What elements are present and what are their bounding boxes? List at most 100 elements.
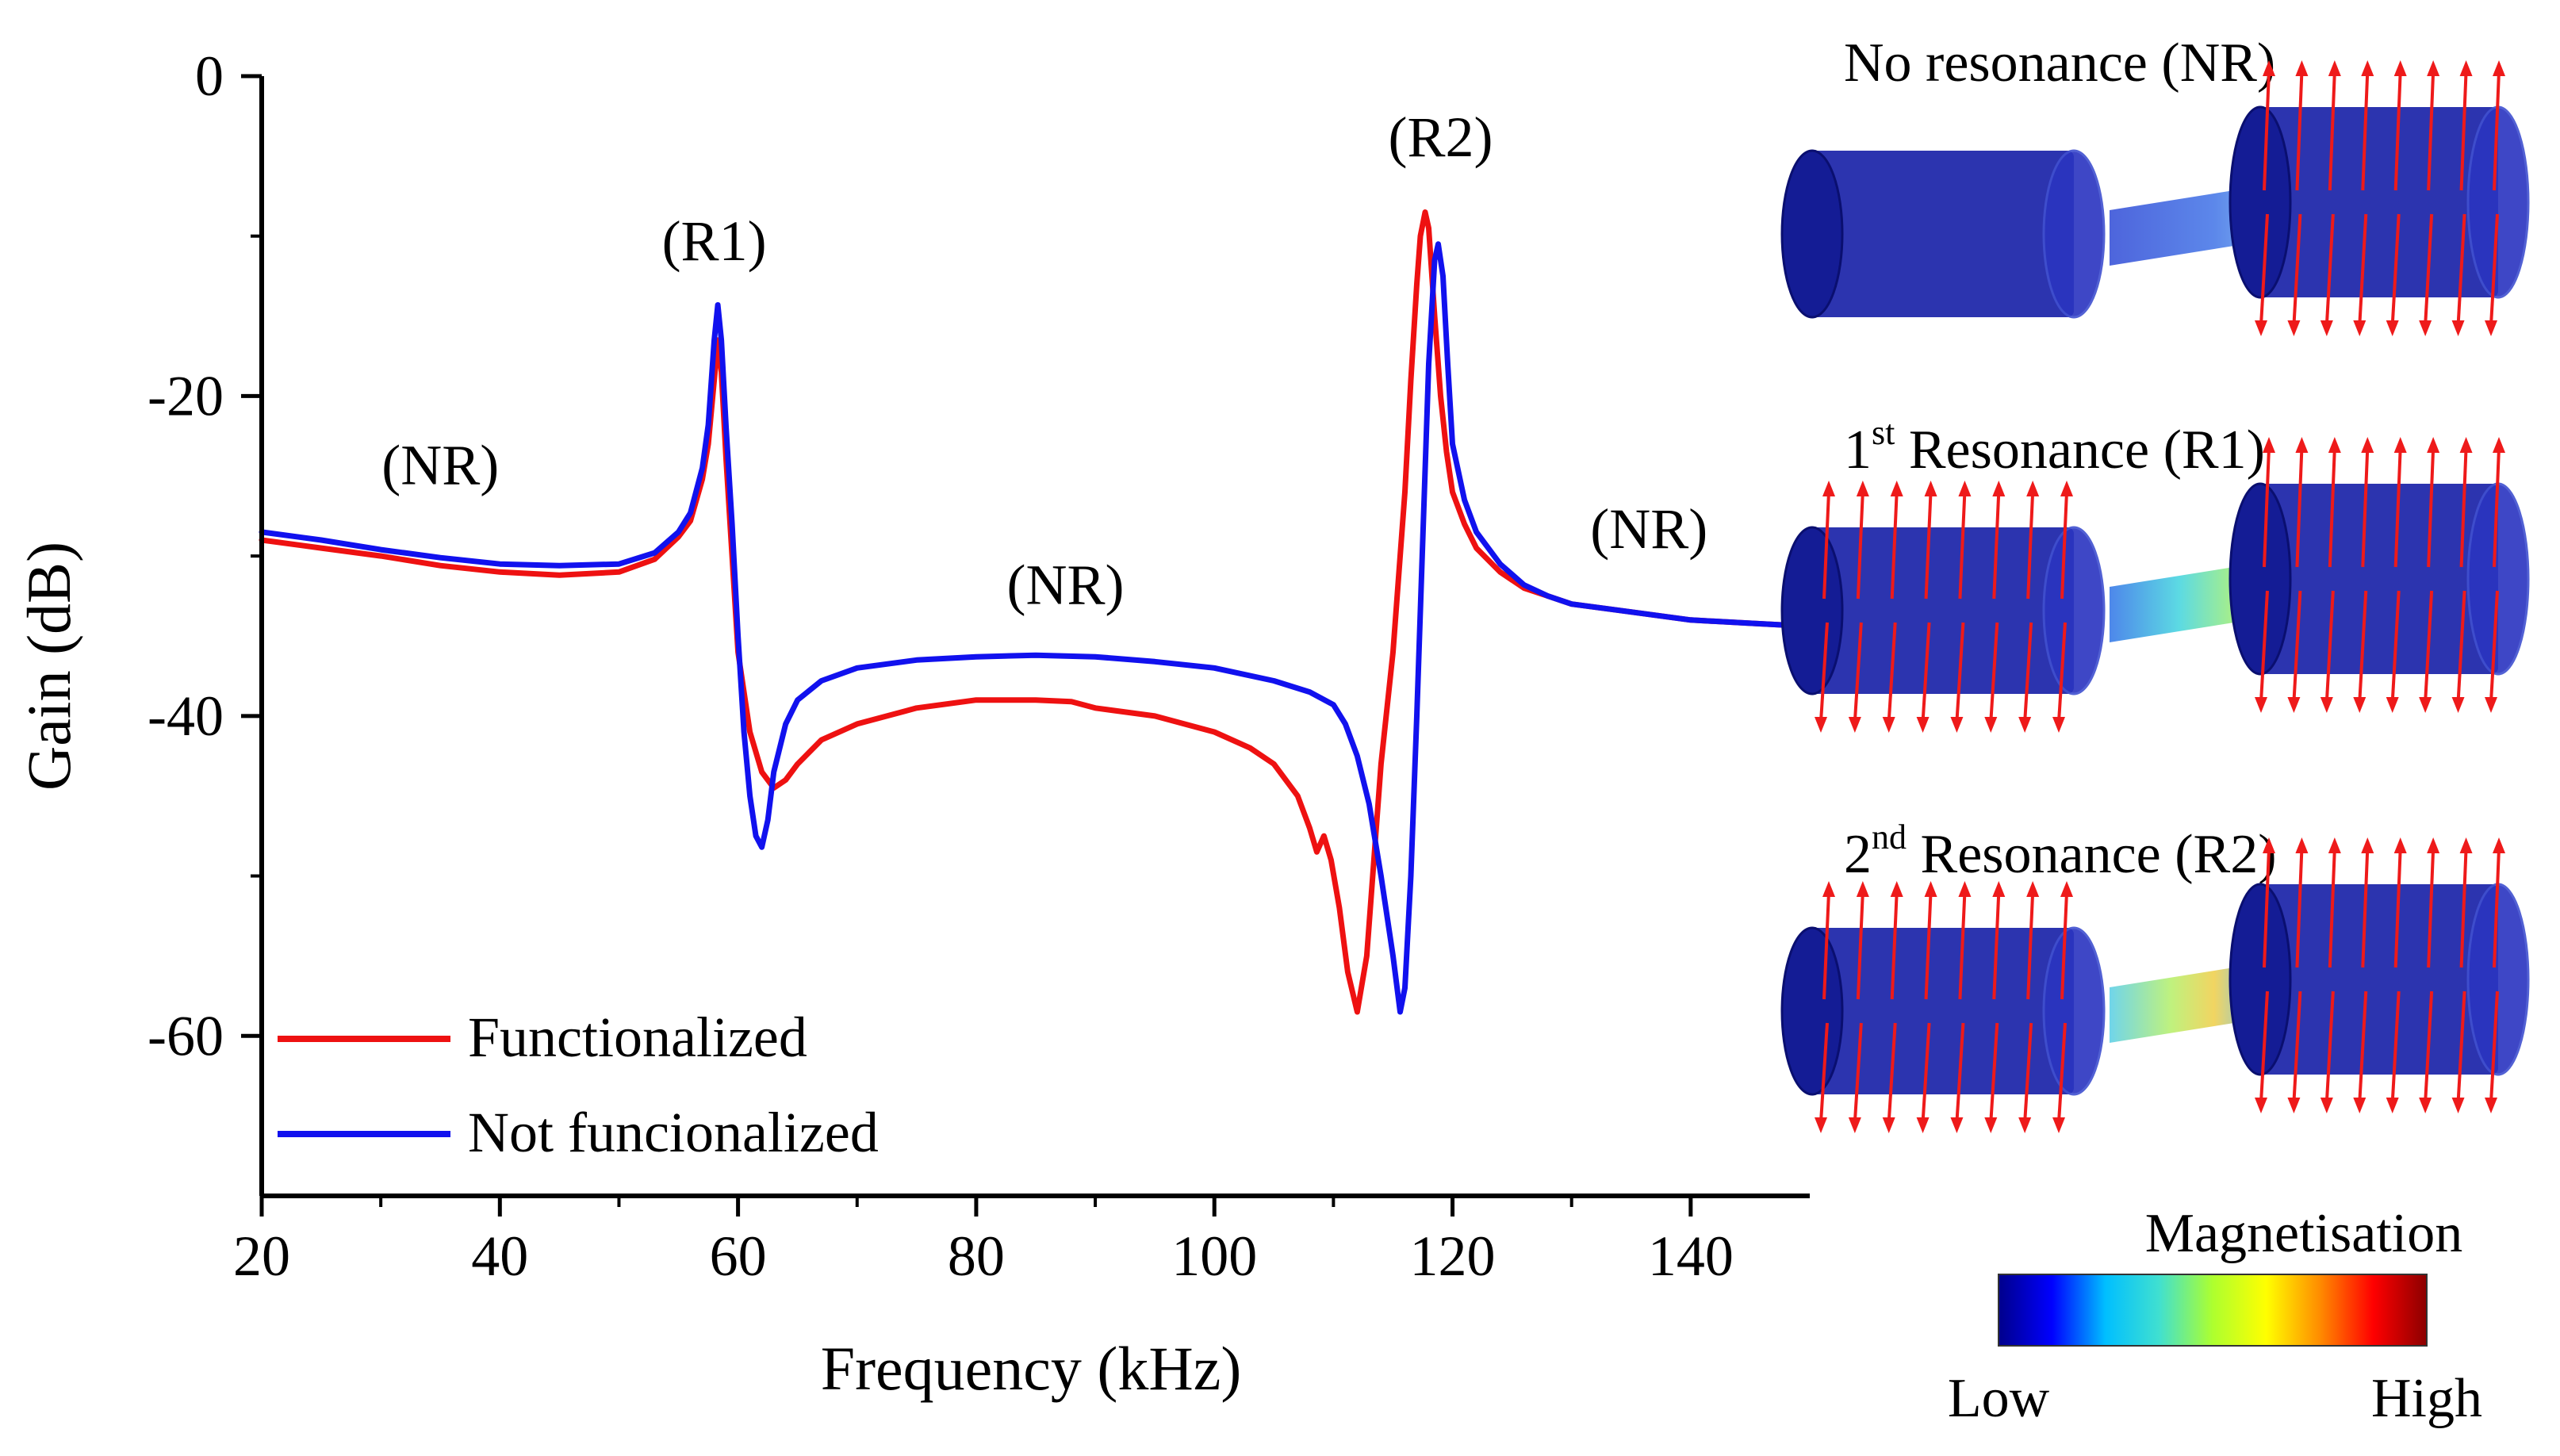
x-tick-label: 140	[1648, 1224, 1734, 1288]
colorbar-high-label: High	[2371, 1368, 2482, 1429]
left-magnet-arrow	[1921, 622, 1931, 722]
right-magnet-arrowhead	[2427, 437, 2440, 453]
right-magnet-arrow	[2456, 990, 2466, 1103]
right-magnet-arrow	[2263, 447, 2271, 568]
left-magnet-arrowhead	[1992, 881, 2006, 897]
left-magnet-arrow	[1853, 1022, 1863, 1123]
right-magnet-arrow	[2393, 447, 2402, 568]
left-magnet-arrow	[2060, 491, 2068, 600]
right-magnet-arrowhead	[2493, 437, 2505, 453]
right-magnet-arrowhead	[2295, 60, 2309, 76]
right-magnet-arrow	[2390, 590, 2401, 703]
left-magnet-body	[1812, 928, 2074, 1094]
right-magnet-arrow	[2295, 447, 2304, 568]
right-magnet-arrowhead	[2353, 697, 2366, 713]
left-magnet-arrow	[1989, 622, 1999, 722]
left-magnet-arrowhead	[2060, 881, 2073, 897]
left-magnet-arrowhead	[1984, 717, 1998, 733]
right-magnet-arrowhead	[2386, 320, 2399, 336]
y-tick-label: -20	[148, 364, 224, 427]
device-illustration-nr	[1780, 60, 2530, 336]
left-magnet-body	[1812, 151, 2074, 317]
right-magnet-body	[2260, 484, 2498, 674]
right-magnet-arrow	[2489, 590, 2499, 703]
left-magnet-arrowhead	[2026, 481, 2040, 496]
right-magnet-arrow	[2324, 990, 2335, 1103]
left-magnet-arrowhead	[1815, 717, 1827, 733]
left-magnet-end-right	[2042, 149, 2106, 319]
right-magnet-end-left	[2229, 482, 2292, 676]
left-magnet-body	[1812, 527, 2074, 694]
right-magnet-arrow	[2361, 71, 2370, 191]
right-magnet-arrowhead	[2263, 437, 2275, 453]
right-magnet-arrow	[2424, 990, 2434, 1103]
right-magnet-arrow	[2427, 848, 2435, 968]
right-magnet-arrowhead	[2451, 1098, 2465, 1113]
left-magnet-arrow	[2057, 1022, 2067, 1123]
left-magnet-arrowhead	[2018, 717, 2032, 733]
left-magnet-arrowhead	[1958, 881, 1972, 897]
right-magnet-arrowhead	[2328, 437, 2341, 453]
left-magnet-arrowhead	[2060, 481, 2073, 496]
annotation-label: (R1)	[662, 209, 767, 273]
right-magnet-arrowhead	[2263, 60, 2275, 76]
right-magnet-arrowhead	[2485, 697, 2497, 713]
annotation-label: (NR)	[381, 433, 499, 496]
left-magnet-arrow	[2023, 622, 2033, 722]
left-magnet-arrow	[1890, 491, 1899, 600]
left-magnet-end-right	[2042, 926, 2106, 1096]
right-magnet-arrowhead	[2493, 837, 2505, 853]
right-magnet-arrow	[2292, 213, 2302, 326]
right-magnet-arrow	[2259, 590, 2269, 703]
right-magnet-arrow	[2456, 213, 2466, 326]
left-magnet-arrow	[1955, 622, 1965, 722]
right-magnet-arrowhead	[2419, 320, 2432, 336]
left-magnet-arrow	[1992, 891, 2001, 1000]
left-magnet-arrow	[1989, 1022, 1999, 1123]
left-magnet-arrow	[2057, 622, 2067, 722]
left-magnet-arrowhead	[1822, 481, 1835, 496]
left-magnet-arrowhead	[1916, 1117, 1930, 1133]
right-magnet-arrowhead	[2320, 320, 2333, 336]
left-magnet-arrowhead	[1992, 481, 2006, 496]
right-magnet-arrow	[2459, 447, 2468, 568]
left-magnet-arrow	[1856, 891, 1864, 1000]
right-magnet-arrowhead	[2386, 1098, 2399, 1113]
left-magnet-arrowhead	[2052, 717, 2065, 733]
left-magnet-arrowhead	[2026, 881, 2040, 897]
right-magnet-arrowhead	[2255, 1098, 2267, 1113]
right-magnet-arrow	[2328, 71, 2336, 191]
left-magnet-arrowhead	[1848, 1117, 1861, 1133]
right-magnet-arrow	[2427, 71, 2435, 191]
left-magnet-arrow	[1856, 491, 1864, 600]
right-magnet-arrow	[2393, 71, 2402, 191]
left-magnet-arrowhead	[2052, 1117, 2065, 1133]
right-magnet-arrowhead	[2353, 1098, 2366, 1113]
panel-title-r2: 2nd Resonance (R2)	[1844, 818, 2277, 885]
left-magnet-arrow	[1955, 1022, 1965, 1123]
right-magnet-body	[2260, 884, 2498, 1075]
colorbar-title: Magnetisation	[2145, 1203, 2462, 1264]
left-magnet-arrowhead	[1856, 481, 1869, 496]
right-magnet-arrowhead	[2328, 837, 2341, 853]
left-magnet-end-left	[1780, 149, 1844, 319]
annotations: (NR)(R1)(NR)(R2)(NR)	[381, 105, 1707, 617]
right-magnet-arrow	[2358, 990, 2368, 1103]
right-magnet-end-left	[2229, 105, 2292, 299]
left-magnet-arrowhead	[2018, 1117, 2032, 1133]
left-magnet-arrow	[1819, 622, 1829, 722]
right-magnet-arrow	[2292, 990, 2302, 1103]
right-magnet-arrowhead	[2255, 320, 2267, 336]
right-magnet-arrow	[2361, 447, 2370, 568]
colorbar: Magnetisation Low High	[1948, 1203, 2482, 1429]
annotation-label: (NR)	[1007, 554, 1125, 617]
left-magnet-arrow	[2060, 891, 2068, 1000]
right-magnet-arrowhead	[2459, 60, 2473, 76]
right-magnet-end-right	[2466, 105, 2530, 299]
left-magnet-arrow	[1890, 891, 1899, 1000]
right-magnet-arrowhead	[2419, 697, 2432, 713]
right-magnet-arrow	[2459, 71, 2468, 191]
right-magnet-arrow	[2324, 213, 2335, 326]
right-magnet-arrowhead	[2451, 697, 2465, 713]
right-magnet-arrowhead	[2451, 320, 2465, 336]
